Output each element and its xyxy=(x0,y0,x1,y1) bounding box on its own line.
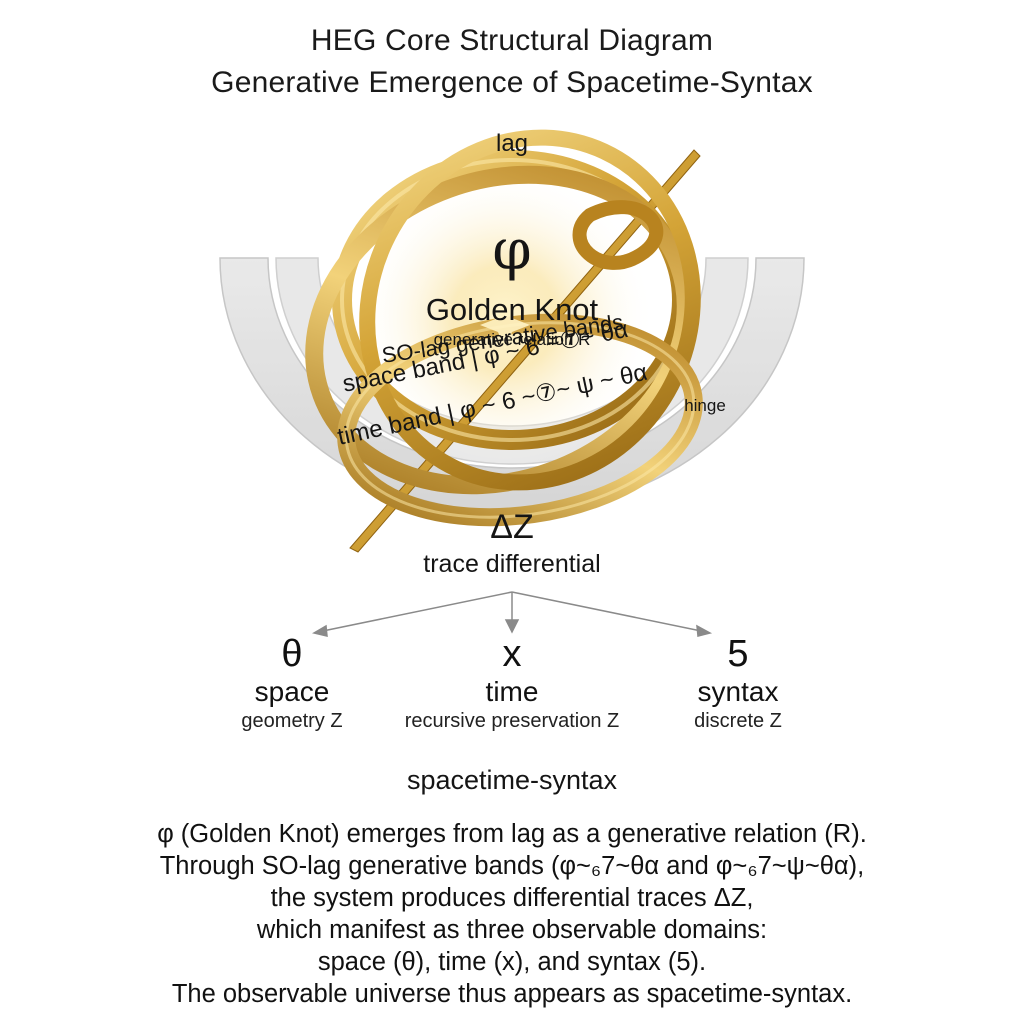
spacetime-syntax-label: spacetime-syntax xyxy=(406,765,618,795)
domain-subtitle: geometry Z xyxy=(241,710,343,732)
domain-symbol: x xyxy=(502,633,522,675)
domain-time: x time recursive preservation Z xyxy=(362,632,662,734)
hinge-label: hinge xyxy=(684,396,726,415)
delta-arrows xyxy=(311,591,713,637)
domain-subtitle: recursive preservation Z xyxy=(404,710,620,732)
diagram-subtitle: Generative Emergence of Spacetime-Syntax xyxy=(211,66,813,99)
domain-name: time xyxy=(485,676,539,707)
summary-paragraph: φ (Golden Knot) emerges from lag as a ge… xyxy=(40,818,984,1010)
domain-subtitle: discrete Z xyxy=(694,710,782,732)
summary-line: space (θ), time (x), and syntax (5). xyxy=(317,948,707,976)
knot-rings xyxy=(305,129,703,527)
generative-relation-label: generative relation R xyxy=(433,330,591,349)
summary-line: φ (Golden Knot) emerges from lag as a ge… xyxy=(157,820,867,848)
summary-line: Through SO-lag generative bands (φ~₆7~θα… xyxy=(159,852,865,880)
domain-space: θ space geometry Z xyxy=(142,632,442,734)
summary-line: The observable universe thus appears as … xyxy=(171,980,853,1008)
center-sparkle xyxy=(480,300,530,350)
domain-symbol: 5 xyxy=(727,633,749,675)
domain-symbol: θ xyxy=(281,633,303,675)
diagram-title: HEG Core Structural Diagram xyxy=(310,24,714,57)
lag-label: lag xyxy=(495,130,529,157)
golden-knot-label: Golden Knot xyxy=(425,292,599,327)
phi-symbol: φ xyxy=(492,218,532,283)
domain-name: syntax xyxy=(697,676,779,707)
trace-differential-label: trace differential xyxy=(423,550,601,578)
domain-syntax: 5 syntax discrete Z xyxy=(588,632,888,734)
delta-z-symbol: ΔZ xyxy=(490,508,534,546)
summary-line: which manifest as three observable domai… xyxy=(256,916,768,944)
domain-name: space xyxy=(254,676,330,707)
summary-line: the system produces differential traces … xyxy=(270,884,754,912)
